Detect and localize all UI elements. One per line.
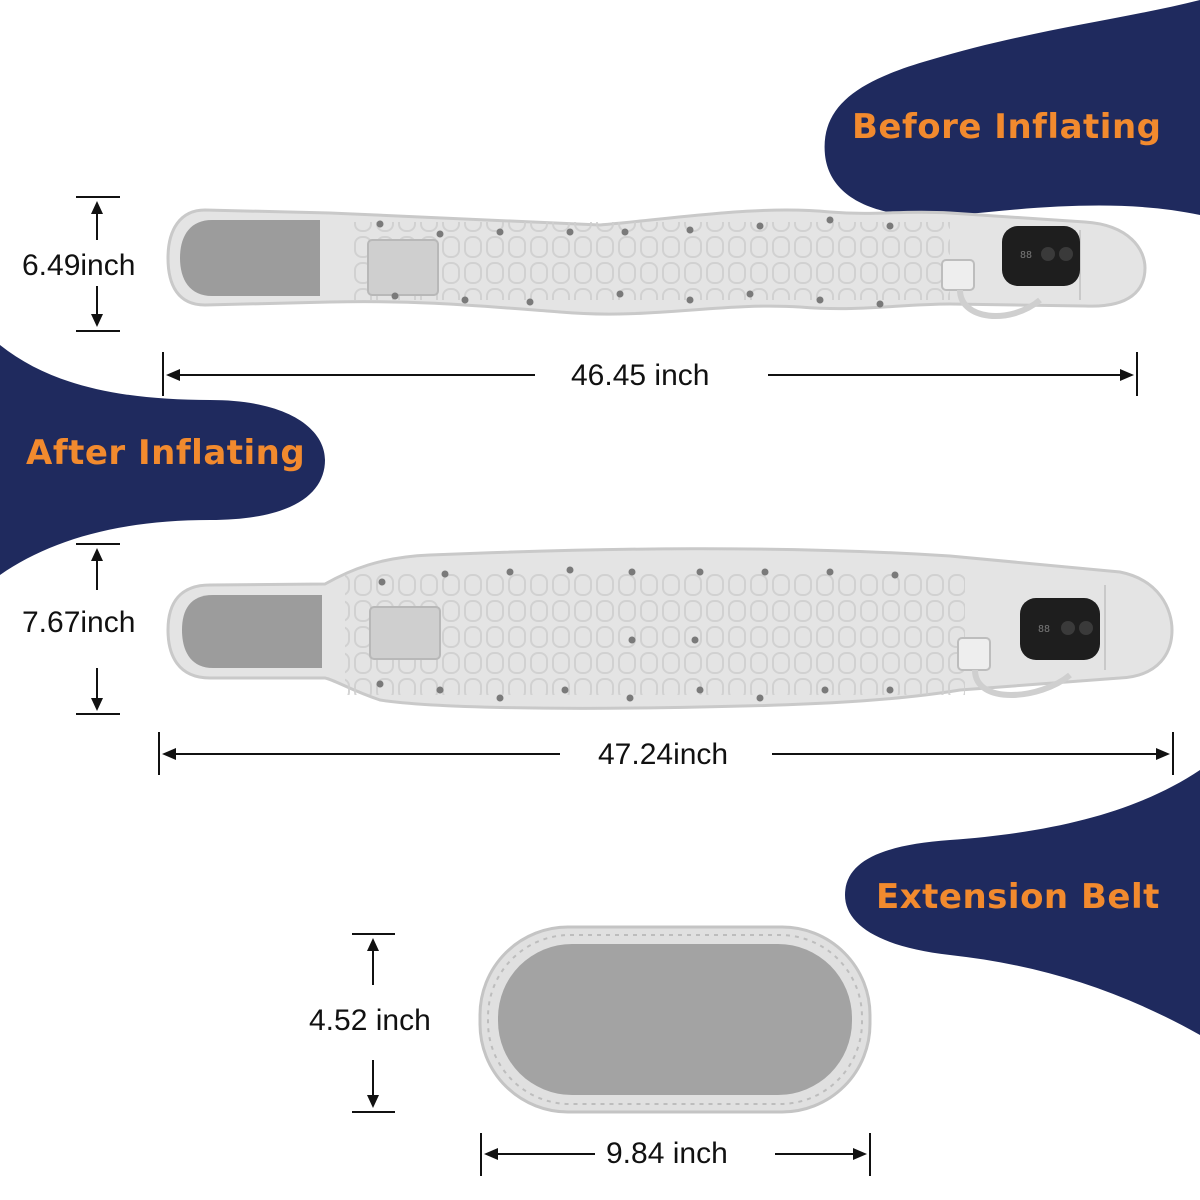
badge-before-inflating: Before Inflating bbox=[852, 107, 1162, 147]
badge-blob-before bbox=[824, 0, 1200, 217]
display-88-icon: 88 bbox=[1020, 250, 1032, 261]
after-height-label: 7.67inch bbox=[22, 606, 136, 639]
wave-icon bbox=[1079, 621, 1093, 635]
badge-extension-belt: Extension Belt bbox=[876, 877, 1160, 917]
after-width-label: 47.24inch bbox=[598, 738, 729, 771]
dimension-lines-extension bbox=[352, 933, 871, 1176]
heart-icon bbox=[1061, 621, 1075, 635]
belt-before-inflating: 88 bbox=[166, 208, 1147, 319]
controller-before: 88 bbox=[1002, 226, 1080, 286]
before-width-label: 46.45 inch bbox=[571, 359, 710, 392]
badge-blob-after bbox=[0, 345, 325, 575]
badge-after-inflating: After Inflating bbox=[26, 433, 306, 473]
extension-width-label: 9.84 inch bbox=[606, 1137, 728, 1170]
dimension-lines-before bbox=[76, 196, 1138, 396]
belt-after-inflating: 88 bbox=[166, 547, 1174, 710]
controller-after: 88 bbox=[1020, 598, 1100, 660]
heart-icon bbox=[1041, 247, 1055, 261]
display-88-icon: 88 bbox=[1038, 624, 1050, 635]
extension-belt bbox=[478, 925, 872, 1114]
badge-blob-extension bbox=[845, 770, 1200, 1035]
extension-height-label: 4.52 inch bbox=[309, 1004, 431, 1037]
before-height-label: 6.49inch bbox=[22, 249, 136, 282]
wave-icon bbox=[1059, 247, 1073, 261]
dimension-lines-after bbox=[76, 543, 1174, 775]
